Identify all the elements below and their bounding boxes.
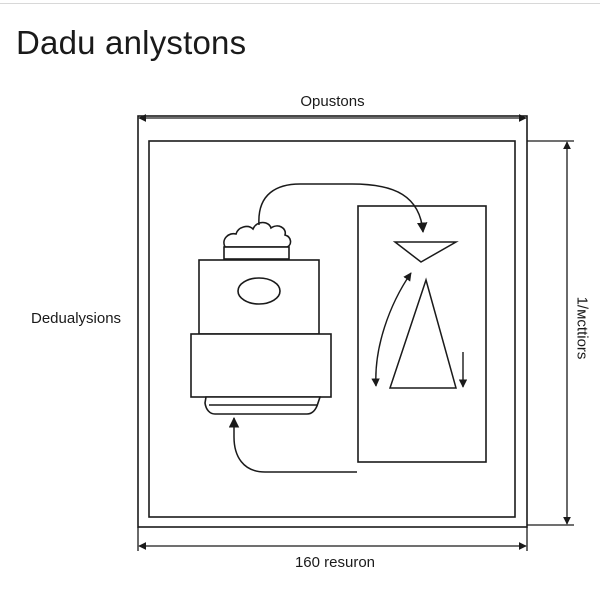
- oval-window: [237, 277, 281, 305]
- collar: [223, 246, 290, 260]
- funnel-shape: [392, 241, 459, 263]
- inner-frame: [148, 140, 516, 518]
- page-title: Dadu anlystons: [16, 24, 247, 61]
- circulation-arrow-left: [371, 272, 412, 387]
- machine-unit: [190, 221, 332, 415]
- right-dimension-line: [527, 140, 574, 526]
- top-rule: [0, 3, 600, 4]
- top-flow-arrow: [258, 183, 428, 234]
- bottom-flow-arrow: [228, 416, 357, 473]
- flow-arrows: [228, 183, 428, 473]
- lower-body: [190, 333, 332, 398]
- left-side-label: Dedualysions: [31, 310, 122, 327]
- top-dimension-label: Opustons: [300, 93, 365, 110]
- bottom-dimension-label: 160 resuron: [294, 554, 376, 571]
- foam-top: [223, 221, 292, 248]
- bottom-dimension-line: [137, 527, 528, 551]
- chamber-box: [357, 205, 487, 463]
